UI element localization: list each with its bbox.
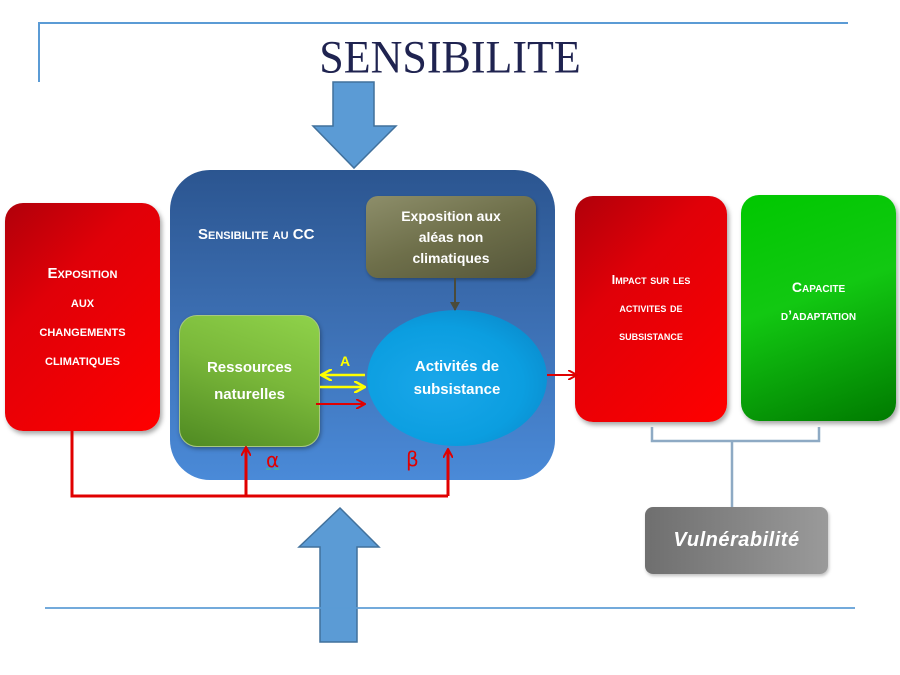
ressources-line: Ressources <box>206 359 293 376</box>
impact-line: subsistance <box>619 328 683 343</box>
edge-label-a: A <box>340 353 351 369</box>
exposition-cc-line: aux <box>70 294 95 311</box>
sensibilite-panel-label: Sensibilite au CC <box>198 226 315 243</box>
edge-label-alpha: α <box>266 448 280 472</box>
capacite-adaptation-box: Capacite d’adaptation <box>741 195 896 421</box>
exposition-cc-box: Exposition aux changements climatiques <box>5 203 160 431</box>
page-title: SENSIBILITE <box>319 31 581 84</box>
left-rule <box>38 22 40 82</box>
impact-box: Impact sur les activites de subsistance <box>575 196 727 422</box>
exposition-cc-line: climatiques <box>45 352 120 369</box>
capacite-line: Capacite <box>791 279 846 295</box>
exposition-cc-line: Exposition <box>47 265 118 282</box>
expo-non-line: climatiques <box>412 249 490 266</box>
activites-line: Activités de <box>414 358 500 375</box>
bottom-rule <box>45 607 855 609</box>
exposition-cc-line: changements <box>39 323 126 340</box>
activites-line: subsistance <box>413 381 501 398</box>
ressources-line: naturelles <box>214 386 285 403</box>
exposition-non-climatique-box: Exposition aux aléas non climatiques <box>366 196 536 278</box>
impact-line: Impact sur les <box>611 272 691 287</box>
down-arrow-icon <box>311 81 398 170</box>
edge-label-beta: β <box>406 447 419 471</box>
activites-subsistance-ellipse: Activités de subsistance <box>367 310 547 446</box>
top-rule <box>38 22 848 24</box>
exposition-feedback-line <box>70 431 448 498</box>
expo-non-line: Exposition aux <box>401 207 501 224</box>
up-arrow-icon <box>297 506 381 643</box>
ressources-naturelles-box: Ressources naturelles <box>179 315 320 447</box>
capacite-line: d’adaptation <box>780 307 857 323</box>
vulnerability-bracket <box>650 427 821 443</box>
impact-line: activites de <box>619 300 683 315</box>
vulnerabilite-box: Vulnérabilité <box>645 507 828 574</box>
vulnerabilite-label: Vulnérabilité <box>673 529 800 551</box>
expo-non-line: aléas non <box>418 228 484 245</box>
